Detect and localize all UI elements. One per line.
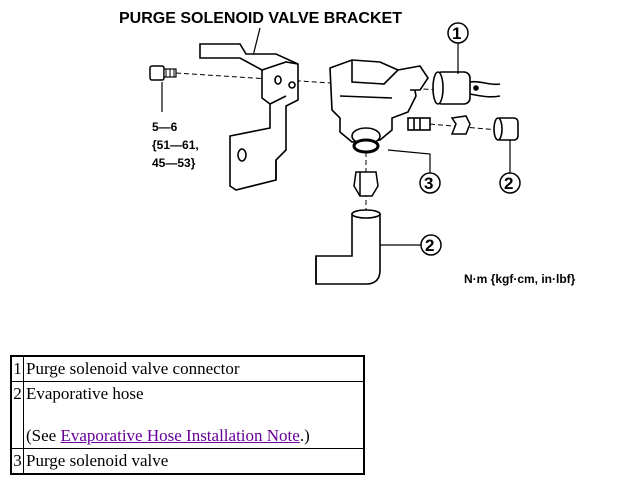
side-evaporative-hose [493, 117, 519, 141]
legend-row-description: Purge solenoid valve [23, 448, 365, 475]
exploded-parts-diagram: PURGE SOLENOID VALVE BRACKET 5—6 {51—61,… [119, 10, 576, 286]
legend-row: 1 Purge solenoid valve connector [10, 355, 365, 382]
torque-value: 5—6 [152, 120, 178, 134]
legend-row: 2 Evaporative hose (See Evaporative Hose… [10, 381, 365, 449]
diagram-title: PURGE SOLENOID VALVE BRACKET [119, 10, 402, 27]
bolt [149, 65, 177, 81]
side-hose-clamp [450, 115, 471, 135]
bottom-evaporative-hose [315, 209, 381, 285]
legend-row-description-cell: Evaporative hose (See Evaporative Hose I… [23, 381, 365, 449]
note-prefix: (See [26, 426, 61, 445]
callout-3-label: 3 [424, 174, 433, 193]
parts-legend-table: 1 Purge solenoid valve connector 2 Evapo… [10, 355, 365, 475]
alignment-dashed-line [175, 72, 471, 93]
note-suffix: .) [299, 426, 310, 445]
legend-row-number: 3 [10, 448, 24, 475]
evaporative-hose-installation-note-link[interactable]: Evaporative Hose Installation Note [60, 426, 300, 445]
bottom-hose-clamp [353, 171, 379, 197]
callout-2b-label: 2 [425, 236, 434, 255]
callout-2a-label: 2 [504, 174, 513, 193]
valve-bracket [199, 43, 299, 191]
purge-solenoid-valve [329, 59, 431, 154]
torque-inlbf: 45—53} [152, 156, 196, 170]
torque-kgf: {51—61, [152, 138, 199, 152]
legend-row-number: 2 [10, 381, 24, 449]
installation-note-line: (See Evaporative Hose Installation Note.… [26, 425, 361, 447]
legend-row-description: Evaporative hose [26, 384, 144, 403]
legend-row-number: 1 [10, 355, 24, 382]
torque-units-note: N·m {kgf·cm, in·lbf} [464, 272, 576, 286]
legend-row-description: Purge solenoid valve connector [23, 355, 365, 382]
callout-1-label: 1 [452, 24, 461, 43]
callout-3-leader [387, 149, 431, 173]
valve-connector [432, 71, 501, 105]
legend-row: 3 Purge solenoid valve [10, 448, 365, 475]
